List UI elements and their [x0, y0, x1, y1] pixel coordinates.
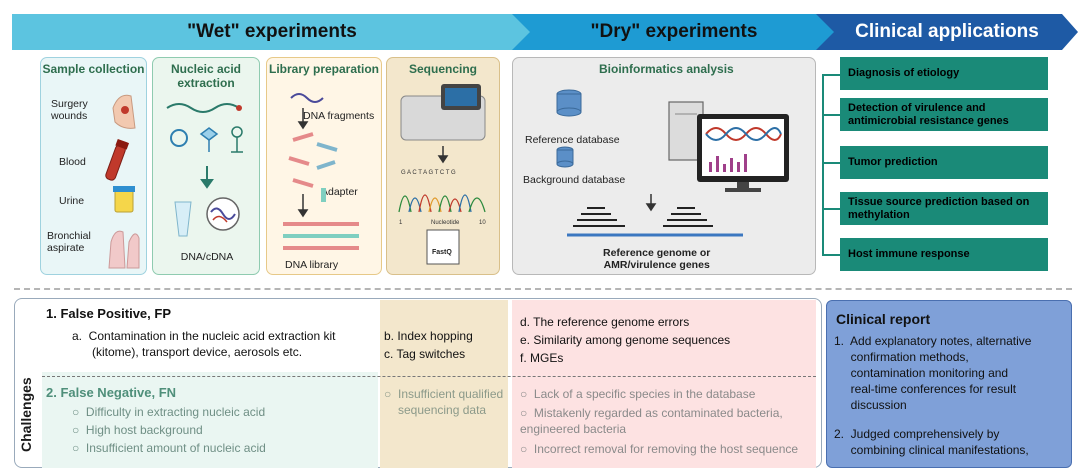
urine-cup-icon	[113, 186, 135, 213]
adapter-icon	[321, 188, 326, 202]
bioinformatics-illustration	[556, 89, 789, 237]
clinical-report-panel	[826, 300, 1072, 468]
fn-title: 2. False Negative, FN	[46, 385, 177, 400]
down-arrow-icon	[200, 166, 214, 189]
sample-collection-panel: Sample collection Surgery wounds Blood U…	[40, 57, 147, 275]
fp-item-b: b. Index hopping	[384, 329, 473, 343]
extraction-title: Nucleic acid extraction	[170, 62, 242, 90]
arrow-down-icon	[437, 146, 449, 164]
dna-magnifier-icon	[206, 197, 240, 231]
sample-bronchial-label: Bronchial aspirate	[47, 230, 91, 254]
bases-text: G A C T A G T C T G	[401, 170, 456, 176]
seq-challenge-panel	[380, 300, 508, 468]
fn-bio-item: ○ Incorrect removal for removing the hos…	[520, 442, 799, 456]
dna-fragments-icon	[288, 132, 338, 188]
fp-item-a: a. Contamination in the nucleic acid ext…	[72, 329, 336, 359]
clinical-connector	[822, 74, 840, 76]
axis-label: Nucleotide	[431, 220, 460, 226]
fp-title: 1. False Positive, FP	[46, 306, 171, 321]
sample-blood-label: Blood	[59, 156, 86, 168]
background-database-label: Background database	[523, 174, 626, 186]
sample-surgery-label: Surgery wounds	[51, 98, 88, 122]
fastq-file-icon: FastQ	[426, 229, 460, 265]
clinical-bracket	[822, 74, 824, 256]
clinical-item-etiology: Diagnosis of etiology	[840, 57, 1048, 90]
sequencing-title: Sequencing	[408, 62, 477, 76]
reference-database-icon	[556, 89, 582, 117]
chromatogram-icon	[398, 194, 486, 213]
read-alignment-icon	[573, 207, 713, 227]
sequencer-icon	[400, 84, 486, 141]
clinical-connector	[822, 162, 840, 164]
bioinformatics-panel: Bioinformatics analysis Reference databa…	[512, 57, 816, 275]
clinical-connector	[822, 254, 840, 256]
clinical-item-virulence-amr: Detection of virulence and antimicrobial…	[840, 98, 1048, 131]
phage-icon	[199, 127, 219, 152]
fn-wet-item: ○ High host background	[72, 423, 203, 437]
fastq-label: FastQ	[432, 249, 452, 256]
arrow-down-icon	[297, 108, 309, 130]
clinical-report-item-1: 1. Add explanatory notes, alternative co…	[834, 334, 1032, 412]
bioinformatics-title: Bioinformatics analysis	[599, 62, 734, 76]
extraction-result: DNA/cDNA	[180, 251, 234, 263]
fn-wet-item: ○ Insufficient amount of nucleic acid	[72, 441, 266, 455]
sequencing-illustration: G A C T A G T C T G 1 Nucleotide 10 Fast…	[398, 84, 486, 265]
clinical-connector	[822, 208, 840, 210]
clinical-item-tumor: Tumor prediction	[840, 146, 1048, 179]
sequencing-panel: Sequencing G A C T A G T C T G 1 Nucleot…	[386, 57, 500, 275]
tube-icon	[174, 201, 192, 237]
library-preparation-title: Library preparation	[268, 62, 380, 76]
dna-fragments-label: DNA fragments	[303, 110, 375, 122]
dna-library-icon	[283, 222, 359, 250]
fn-wet-panel	[42, 372, 378, 468]
arrow-down-icon-2	[297, 194, 309, 218]
lungs-icon	[108, 230, 140, 269]
axis-start: 1	[399, 220, 403, 226]
clinical-report-title: Clinical report	[836, 311, 931, 327]
clinical-report-item-2: 2. Judged comprehensively by combining c…	[834, 427, 1029, 457]
wet-experiments-banner: "Wet" experiments	[12, 14, 532, 50]
fn-bio-item: ○ Lack of a specific species in the data…	[520, 387, 756, 401]
section-divider	[14, 288, 1072, 290]
dry-experiments-banner: "Dry" experiments	[512, 14, 836, 50]
clinical-applications-banner: Clinical applications	[816, 14, 1078, 50]
fp-item-c: c. Tag switches	[384, 347, 466, 361]
extraction-panel: Nucleic acid extraction DNA/cDNA	[152, 57, 260, 275]
library-illustration	[283, 93, 359, 250]
fn-bio-item: ○ Mistakenly regarded as contaminated ba…	[520, 406, 783, 436]
fp-item-f: f. MGEs	[520, 351, 564, 365]
fp-item-e: e. Similarity among genome sequences	[520, 333, 731, 347]
fn-wet-item: ○ Difficulty in extracting nucleic acid	[72, 405, 266, 419]
clinical-connector	[822, 114, 840, 116]
fn-seq-item: Insufficient qualified sequencing data	[398, 387, 504, 417]
reference-database-label: Reference database	[525, 134, 620, 146]
library-preparation-panel: Library preparation DNA fragments Adapte…	[266, 57, 382, 275]
blood-tube-icon	[105, 138, 130, 181]
extraction-illustration	[166, 103, 243, 237]
adapter-label: Adapter	[321, 186, 358, 198]
dna-library-label: DNA library	[285, 259, 339, 271]
arrow-down-icon	[645, 194, 657, 212]
fp-item-d: d. The reference genome errors	[520, 315, 690, 329]
monitor-icon	[697, 114, 789, 192]
axis-end: 10	[479, 220, 486, 226]
sample-collection-title: Sample collection	[42, 62, 145, 76]
clinical-item-host-immune: Host immune response	[840, 238, 1048, 271]
bio-challenge-panel	[512, 300, 816, 468]
bioinformatics-result: Reference genome or AMR/virulence genes	[603, 247, 711, 271]
background-database-icon	[556, 146, 574, 168]
wound-icon	[112, 94, 136, 129]
fn-seq-bullet: ○	[384, 387, 392, 401]
challenges-side-label: Challenges	[18, 377, 34, 452]
dna-helix-icon	[290, 93, 324, 103]
clinical-item-tissue-source: Tissue source prediction based on methyl…	[840, 192, 1048, 225]
sample-icons	[105, 94, 140, 269]
rna-strand-icon	[166, 103, 240, 113]
sample-urine-label: Urine	[59, 195, 85, 207]
fn-separator	[42, 376, 816, 377]
bacteriophage-icon	[231, 126, 243, 153]
virus-icon	[170, 129, 188, 147]
